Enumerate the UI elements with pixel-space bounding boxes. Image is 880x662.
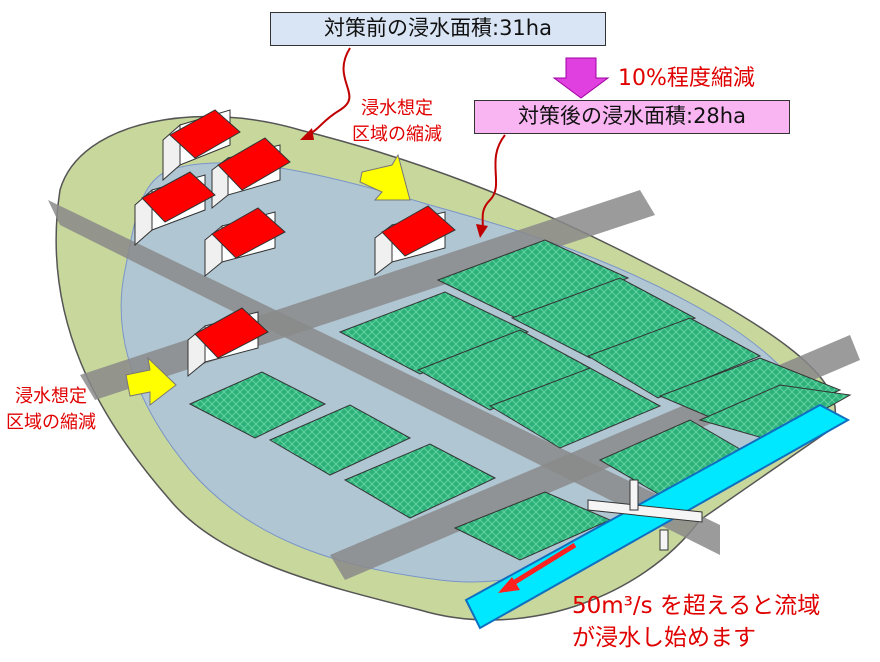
house <box>187 307 269 378</box>
house <box>374 205 456 277</box>
field <box>510 277 697 359</box>
shrink-label-top: 浸水想定 区域の縮減 <box>352 96 442 148</box>
red-flow-arrow-head-icon <box>498 577 520 593</box>
field <box>268 404 412 476</box>
overflow-note-line1: 50m³/s を超えると流域 <box>572 593 821 619</box>
leader-after <box>481 134 506 233</box>
overflow-note-line2: が浸水し始めます <box>572 625 756 651</box>
red-flow-arrow-icon <box>508 542 577 588</box>
field <box>188 371 327 439</box>
yellow-arrow-icon <box>125 356 177 407</box>
house <box>204 207 286 278</box>
after-area-label: 対策後の浸水面積:28ha <box>474 100 790 134</box>
shrink-label-left-line1: 浸水想定 <box>15 386 87 407</box>
leader-arrowhead-icon <box>476 224 488 238</box>
gate <box>587 499 703 523</box>
leader-arrowhead-icon <box>300 128 314 140</box>
field <box>698 384 852 441</box>
house <box>211 137 291 210</box>
leader-before <box>304 47 351 137</box>
shrink-label-left: 浸水想定 区域の縮減 <box>6 384 96 436</box>
yellow-arrow-icon <box>359 153 411 201</box>
house <box>162 109 241 182</box>
before-area-label: 対策前の浸水面積:31ha <box>270 12 606 46</box>
field <box>436 239 630 321</box>
shrink-label-top-line2: 区域の縮減 <box>352 124 442 145</box>
reduction-rate-label: 10%程度縮減 <box>618 66 755 91</box>
field <box>586 317 762 399</box>
house <box>134 171 216 247</box>
field <box>488 367 662 449</box>
magenta-down-arrow-icon <box>552 57 610 99</box>
overflow-note: 50m³/s を超えると流域 が浸水し始めます <box>572 590 820 654</box>
shrink-label-top-line1: 浸水想定 <box>361 98 433 119</box>
field <box>338 291 530 375</box>
rice-fields <box>188 239 852 561</box>
gate-post <box>629 479 639 511</box>
shrink-label-left-line2: 区域の縮減 <box>6 412 96 433</box>
field <box>343 443 497 519</box>
gate-post <box>659 529 669 551</box>
houses <box>134 109 456 378</box>
